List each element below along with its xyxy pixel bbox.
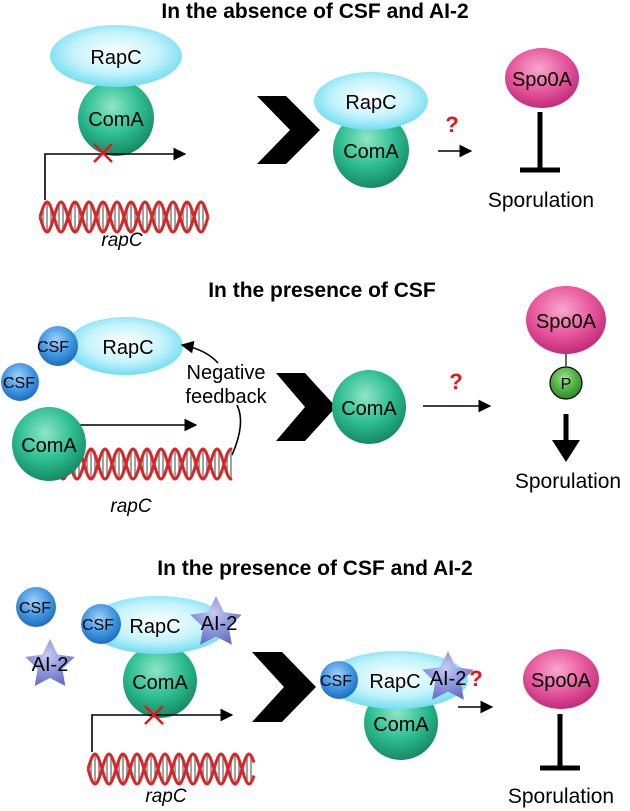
sporulation-label: Sporulation [488,189,594,212]
spo0a-label: Spo0A [512,69,573,91]
spo0a-label: Spo0A [531,670,592,692]
rapc-label: RapC [90,47,141,69]
ai2-star-shape [190,596,242,645]
spo0a-label: Spo0A [536,311,597,333]
feedback-label: feedback [185,386,267,408]
csf-label: CSF [19,600,51,617]
rapc-label: RapC [102,337,153,359]
panel-csf: In the presence of CSF RapC CSF CSF Nega… [1,279,621,517]
block-x-icon [144,705,164,725]
panel-title: In the absence of CSF and AI-2 [161,0,468,23]
rapc-label: RapC [369,671,420,693]
phosphate-icon: P [549,366,583,400]
ai2-label: AI-2 [201,613,238,635]
ai2-label: AI-2 [32,654,69,676]
spo0a-protein: Spo0A [526,286,606,354]
panel-title: In the presence of CSF [208,279,436,302]
panel-csf-ai2: In the presence of CSF and AI-2 CSF AI-2… [16,557,614,808]
rapc-protein: RapC [50,25,182,87]
gene-label: rapC [101,230,142,251]
ai2-star-shape [422,651,474,700]
question-mark: ? [445,112,458,137]
promotion-arrow [552,414,580,462]
dna-strand [38,200,210,234]
ai2-label: AI-2 [430,668,467,690]
csf-label: CSF [320,673,352,690]
sporulation-label: Sporulation [515,470,621,493]
dna-strand [54,447,233,481]
big-block-arrow [257,96,320,164]
dna-strand [54,447,233,481]
inhibition-symbol [540,714,580,771]
csf-bound: CSF [320,661,358,699]
csf-label: CSF [82,617,114,634]
rapc-label: RapC [345,92,396,114]
coma-label: ComA [132,672,188,694]
panel-title: In the presence of CSF and AI-2 [157,557,472,580]
rapc-label: RapC [129,616,180,638]
csf-bound: CSF [81,604,121,644]
rapc-protein: RapC [326,651,468,709]
ai2-star-shape [25,639,75,686]
panel-absence: In the absence of CSF and AI-2 ComA RapC… [38,0,594,251]
spo0a-protein: Spo0A [505,48,579,108]
csf-label: CSF [37,339,69,356]
csf-free: CSF [1,363,39,401]
coma-protein: ComA [78,80,154,156]
coma-label: ComA [341,398,397,420]
inhibition-symbol [520,112,560,173]
ai2-bound: AI-2 [422,651,474,700]
coma-protein: ComA [333,112,409,188]
gene-label: rapC [110,496,151,517]
phosphate-label: P [561,376,572,393]
coma-label: ComA [88,109,144,131]
negative-feedback-arrow [180,340,242,456]
feedback-label: Negative [187,362,266,384]
coma-protein: ComA [332,370,406,444]
coma-label: ComA [373,714,429,736]
dna-helix [86,752,256,786]
rapc-protein: RapC [88,596,228,654]
blocked-transcription-arrow [91,708,234,752]
rapc-protein: RapC [314,72,428,130]
rapc-protein: RapC [67,317,183,375]
coma-protein: ComA [123,644,197,718]
dna-strand [86,752,256,786]
csf-bound: CSF [37,326,78,366]
ai2-free: AI-2 [25,639,75,686]
gene-label: rapC [145,786,186,807]
ai2-bound: AI-2 [190,596,242,645]
dna-helix [38,200,210,234]
question-mark: ? [449,369,462,394]
big-block-arrow [252,652,316,722]
coma-label: ComA [343,141,399,163]
coma-label: ComA [21,435,77,457]
csf-label: CSF [3,375,35,392]
csf-free: CSF [16,587,56,627]
blocked-transcription-arrow [44,147,187,200]
big-block-arrow [276,373,336,441]
coma-protein: ComA [12,407,86,481]
spo0a-protein: Spo0A [523,649,599,709]
block-x-icon [93,143,113,163]
sporulation-label: Sporulation [508,785,614,808]
question-mark: ? [469,666,482,691]
